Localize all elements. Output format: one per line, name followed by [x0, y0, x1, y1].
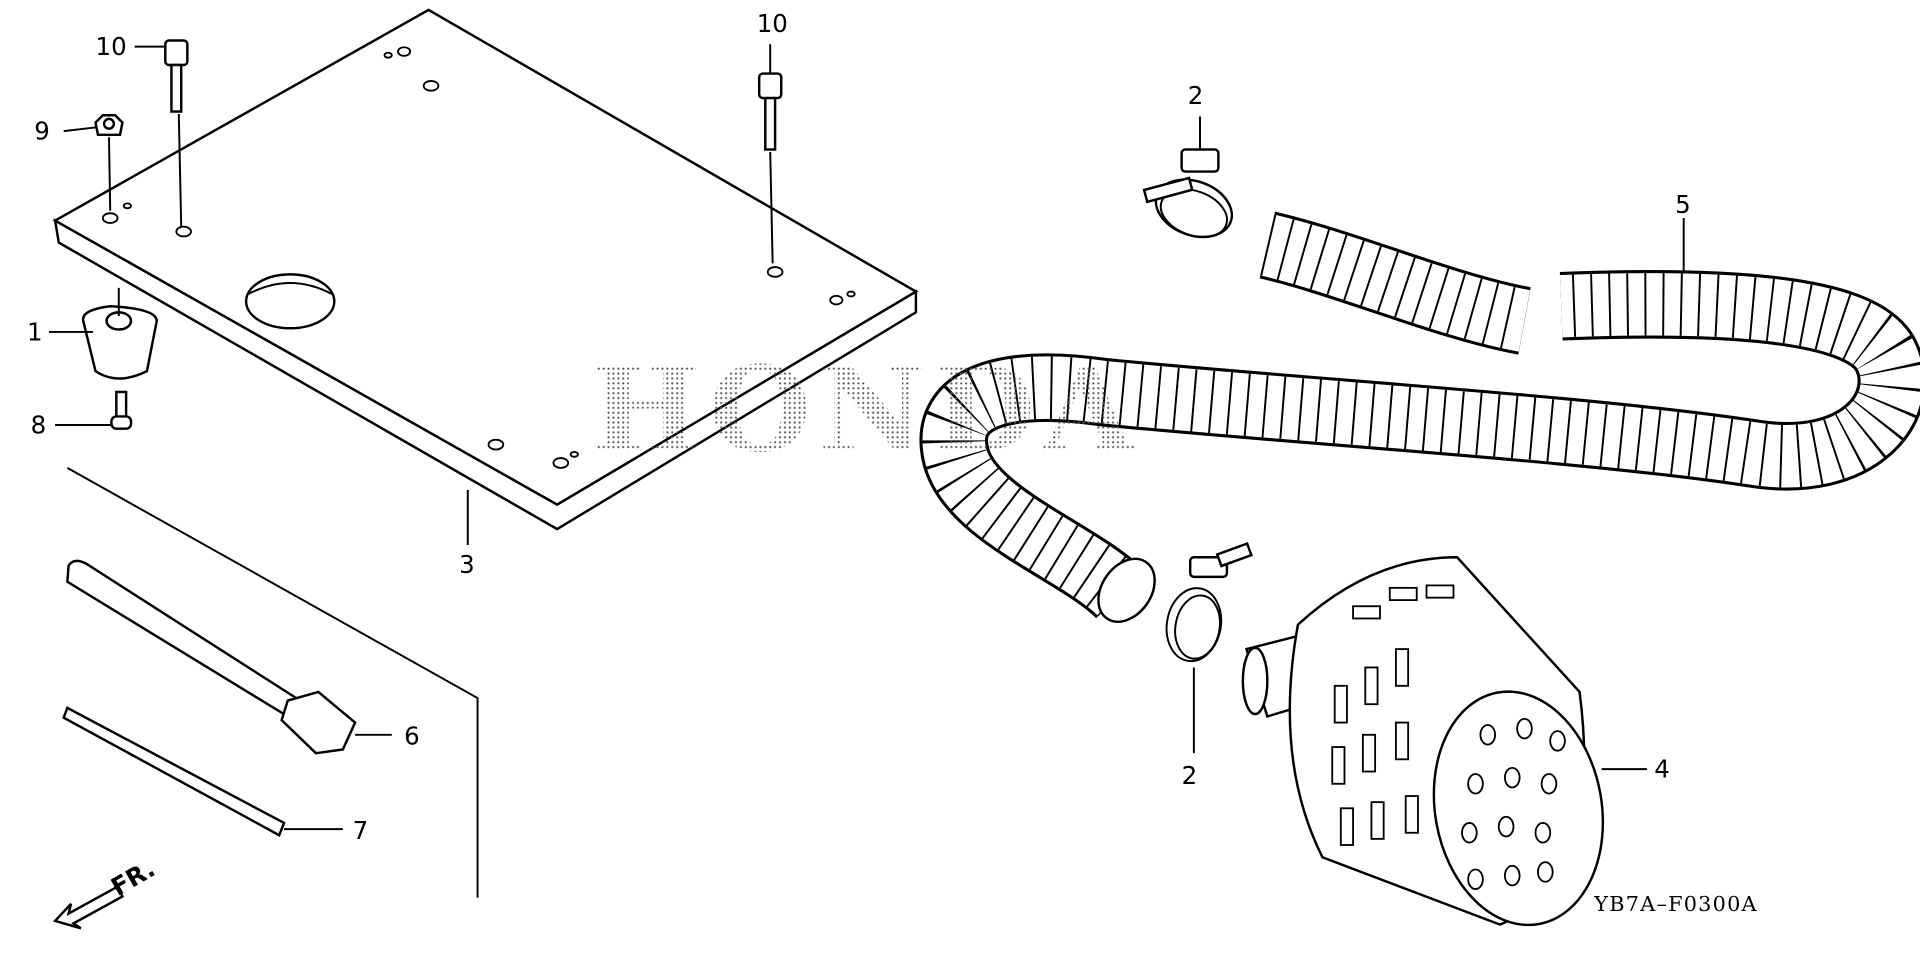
- hose-clamp-top: [1142, 116, 1234, 239]
- base-plate: [52, 8, 919, 546]
- honda-watermark: HONDA: [590, 341, 1141, 479]
- callout-10-left: 10: [96, 32, 127, 61]
- diagram-code: YB7A–F0300A: [1593, 892, 1758, 916]
- suction-tube: [66, 559, 392, 755]
- suction-hose: [919, 211, 1920, 623]
- callout-10-right: 10: [757, 9, 788, 38]
- hose-clamp-bottom: [1165, 542, 1253, 754]
- front-direction-indicator: FR.: [52, 854, 160, 930]
- callout-2-bottom: 2: [1182, 761, 1198, 790]
- callout-9: 9: [34, 117, 50, 146]
- callout-5: 5: [1675, 190, 1691, 219]
- callout-1: 1: [27, 318, 43, 347]
- callout-3: 3: [459, 550, 475, 579]
- nut: [63, 113, 124, 211]
- screw: [55, 390, 133, 430]
- bolt-right: [757, 44, 783, 264]
- bolt-left: [134, 39, 189, 227]
- rubber-mount: [48, 287, 158, 380]
- strainer: [1241, 556, 1647, 927]
- callout-8: 8: [31, 411, 47, 440]
- callout-2-top: 2: [1188, 81, 1204, 110]
- rod: [62, 706, 343, 837]
- callout-6: 6: [404, 722, 420, 751]
- callout-7: 7: [353, 816, 369, 845]
- callout-4: 4: [1654, 755, 1670, 784]
